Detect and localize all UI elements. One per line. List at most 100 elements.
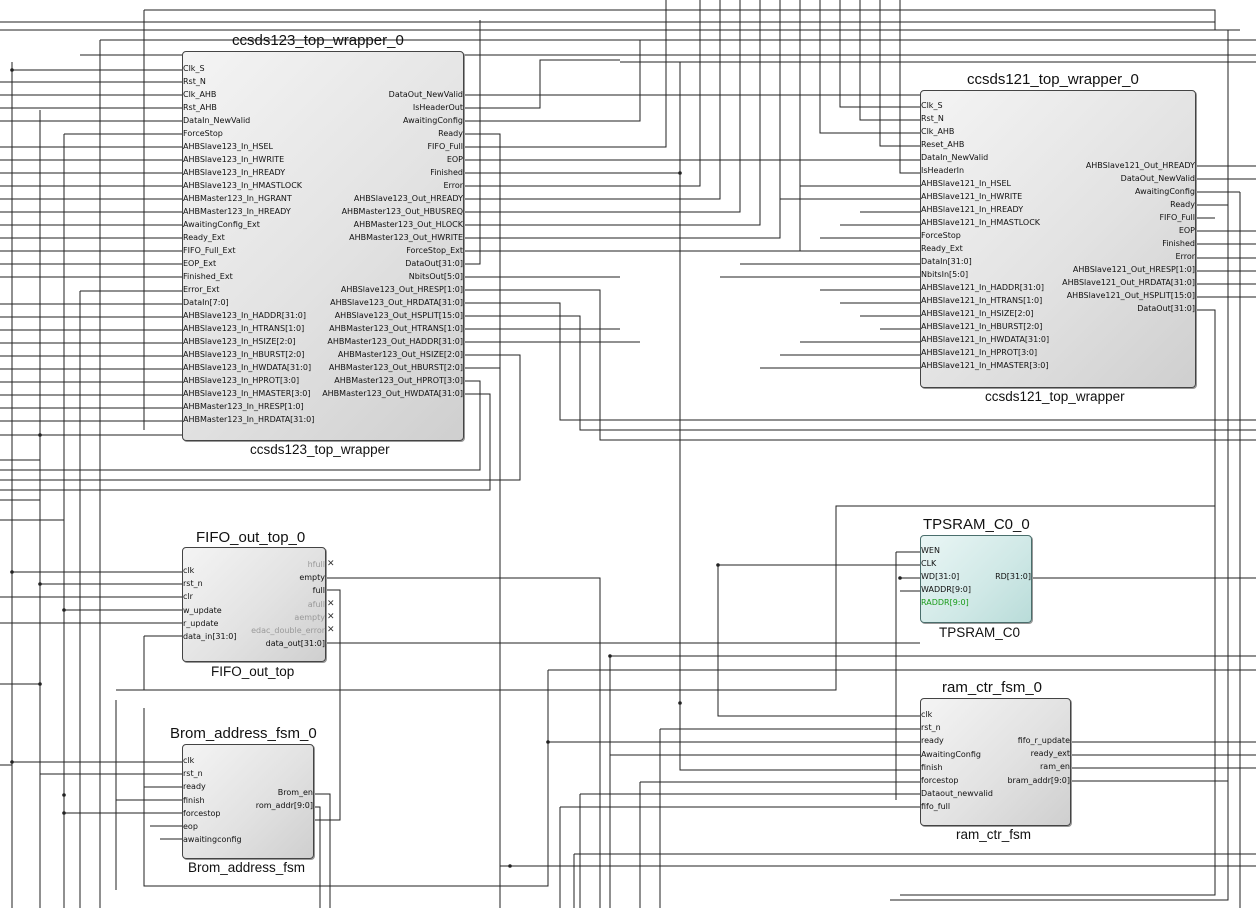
ccsds123-input-pin[interactable]: AHBSlave123_In_HSIZE[2:0] (183, 337, 296, 346)
brom-input-pin[interactable]: awaitingconfig (183, 835, 242, 845)
ccsds123-output-pin[interactable]: AHBMaster123_Out_HWRITE (349, 233, 463, 242)
ccsds123-input-pin[interactable]: EOP_Ext (183, 259, 217, 268)
ccsds121-output-pin[interactable]: DataOut_NewValid (1120, 174, 1195, 183)
fifo-block[interactable] (182, 547, 326, 662)
ccsds123-input-pin[interactable]: AHBMaster123_In_HRESP[1:0] (183, 402, 304, 411)
fifo-output-pin[interactable]: empty (299, 573, 325, 583)
ccsds123-output-pin[interactable]: NbitsOut[5:0] (408, 272, 463, 281)
ccsds123-input-pin[interactable]: AHBSlave123_In_HTRANS[1:0] (183, 324, 305, 333)
brom-input-pin[interactable]: ready (183, 782, 206, 792)
ccsds123-input-pin[interactable]: AHBSlave123_In_HSEL (183, 142, 273, 151)
brom-input-pin[interactable]: clk (183, 756, 195, 765)
ccsds123-input-pin[interactable]: Ready_Ext (183, 233, 225, 242)
ramctr-input-pin[interactable]: forcestop (921, 776, 959, 785)
ccsds123-input-pin[interactable]: Clk_AHB (183, 90, 217, 99)
ccsds121-input-pin[interactable]: Reset_AHB (921, 140, 965, 149)
ramctr-input-pin[interactable]: AwaitingConfig (921, 749, 981, 759)
ccsds121-input-pin[interactable]: IsHeaderIn (921, 166, 965, 175)
ramctr-output-pin[interactable]: ram_en (1040, 762, 1070, 772)
brom-input-pin[interactable]: eop (183, 822, 198, 831)
ccsds123-input-pin[interactable]: AHBSlave123_In_HREADY (183, 168, 286, 177)
ccsds123-input-pin[interactable]: AHBSlave123_In_HPROT[3:0] (183, 376, 300, 385)
ccsds123-output-pin[interactable]: Error (443, 181, 464, 190)
brom-input-pin[interactable]: finish (183, 795, 205, 805)
ccsds121-input-pin[interactable]: Clk_AHB (921, 127, 955, 136)
ccsds123-output-pin[interactable]: AHBMaster123_Out_HBUSREQ (341, 207, 463, 216)
ramctr-input-pin[interactable]: fifo_full (921, 802, 951, 812)
ccsds123-input-pin[interactable]: AHBSlave123_In_HADDR[31:0] (183, 311, 306, 320)
ccsds123-output-pin[interactable]: AHBMaster123_Out_HADDR[31:0] (327, 337, 463, 346)
ccsds123-output-pin[interactable]: Ready (438, 129, 463, 138)
ccsds121-input-pin[interactable]: AHBSlave121_In_HADDR[31:0] (921, 283, 1044, 292)
ramctr-input-pin[interactable]: clk (921, 710, 933, 719)
brom-block[interactable] (182, 744, 314, 859)
ccsds123-output-pin[interactable]: AHBMaster123_Out_HLOCK (353, 220, 463, 229)
ramctr-block[interactable] (920, 698, 1071, 826)
ramctr-input-pin[interactable]: rst_n (921, 723, 941, 733)
ccsds121-output-pin[interactable]: AwaitingConfig (1135, 187, 1195, 196)
ccsds123-output-pin[interactable]: Finished (430, 168, 463, 177)
tpsram-input-pin[interactable]: RADDR[9:0] (921, 598, 969, 607)
ccsds123-output-pin[interactable]: AHBMaster123_Out_HPROT[3:0] (334, 376, 463, 385)
ccsds121-output-pin[interactable]: AHBSlave121_Out_HRDATA[31:0] (1062, 278, 1195, 287)
ccsds121-output-pin[interactable]: AHBSlave121_Out_HRESP[1:0] (1072, 265, 1195, 274)
ccsds121-output-pin[interactable]: AHBSlave121_Out_HSPLIT[15:0] (1066, 291, 1195, 300)
ccsds123-output-pin[interactable]: AHBSlave123_Out_HREADY (353, 194, 463, 203)
ccsds121-input-pin[interactable]: AHBSlave121_In_HWRITE (921, 192, 1023, 201)
brom-output-pin[interactable]: rom_addr[9:0] (255, 801, 313, 811)
ccsds123-input-pin[interactable]: Rst_N (183, 77, 206, 86)
fifo-input-pin[interactable]: clk (183, 566, 195, 575)
ccsds123-input-pin[interactable]: AHBSlave123_In_HWRITE (183, 155, 285, 164)
ccsds123-output-pin[interactable]: FIFO_Full (427, 142, 463, 151)
ccsds121-input-pin[interactable]: AHBSlave121_In_HREADY (921, 205, 1024, 214)
ccsds121-input-pin[interactable]: AHBSlave121_In_HMASTLOCK (921, 218, 1041, 227)
ccsds123-output-pin[interactable]: ForceStop_Ext (406, 246, 463, 255)
ccsds121-input-pin[interactable]: Rst_N (921, 114, 944, 123)
ccsds121-input-pin[interactable]: Clk_S (921, 101, 943, 110)
ccsds121-output-pin[interactable]: EOP (1178, 226, 1195, 235)
fifo-output-pin[interactable]: hfull (307, 560, 325, 569)
ccsds123-input-pin[interactable]: FIFO_Full_Ext (183, 246, 236, 255)
ccsds123-output-pin[interactable]: AHBSlave123_Out_HRESP[1:0] (340, 285, 463, 294)
ccsds121-output-pin[interactable]: AHBSlave121_Out_HREADY (1085, 161, 1195, 170)
ramctr-input-pin[interactable]: Dataout_newvalid (921, 789, 993, 799)
ccsds121-block[interactable] (920, 90, 1196, 388)
ramctr-output-pin[interactable]: bram_addr[9:0] (1007, 775, 1070, 785)
ccsds123-output-pin[interactable]: AHBSlave123_Out_HSPLIT[15:0] (334, 311, 463, 320)
ccsds123-input-pin[interactable]: AHBSlave123_In_HBURST[2:0] (183, 350, 305, 359)
ccsds121-input-pin[interactable]: AHBSlave121_In_HTRANS[1:0] (921, 296, 1043, 305)
ramctr-output-pin[interactable]: fifo_r_update (1017, 736, 1070, 745)
ccsds123-output-pin[interactable]: AHBMaster123_Out_HSIZE[2:0] (337, 350, 463, 359)
tpsram-block[interactable] (920, 535, 1032, 623)
ccsds121-input-pin[interactable]: AHBSlave121_In_HSIZE[2:0] (921, 309, 1034, 318)
tpsram-output-pin[interactable]: RD[31:0] (995, 572, 1031, 581)
ccsds121-output-pin[interactable]: Finished (1162, 239, 1195, 248)
ccsds121-output-pin[interactable]: DataOut[31:0] (1137, 304, 1195, 313)
ccsds121-input-pin[interactable]: AHBSlave121_In_HWDATA[31:0] (921, 335, 1050, 344)
ccsds121-input-pin[interactable]: AHBSlave121_In_HBURST[2:0] (921, 322, 1043, 331)
ccsds121-input-pin[interactable]: AHBSlave121_In_HMASTER[3:0] (921, 361, 1049, 370)
ccsds123-input-pin[interactable]: Error_Ext (183, 285, 220, 294)
ramctr-input-pin[interactable]: finish (921, 762, 943, 772)
ccsds123-input-pin[interactable]: AHBMaster123_In_HREADY (183, 207, 291, 216)
ramctr-input-pin[interactable]: ready (921, 736, 944, 746)
ccsds123-input-pin[interactable]: AwaitingConfig_Ext (183, 220, 260, 229)
ccsds121-input-pin[interactable]: NbitsIn[5:0] (921, 270, 969, 279)
ccsds121-output-pin[interactable]: Ready (1170, 200, 1195, 209)
brom-output-pin[interactable]: Brom_en (277, 788, 313, 797)
ccsds121-input-pin[interactable]: Ready_Ext (921, 244, 963, 253)
tpsram-input-pin[interactable]: WADDR[9:0] (921, 585, 971, 594)
ramctr-output-pin[interactable]: ready_ext (1030, 749, 1070, 759)
ccsds123-output-pin[interactable]: AHBMaster123_Out_HTRANS[1:0] (329, 324, 463, 333)
ccsds123-input-pin[interactable]: AHBSlave123_In_HWDATA[31:0] (183, 363, 312, 372)
ccsds121-input-pin[interactable]: AHBSlave121_In_HPROT[3:0] (921, 348, 1038, 357)
fifo-input-pin[interactable]: r_update (183, 618, 219, 628)
ccsds123-input-pin[interactable]: AHBMaster123_In_HRDATA[31:0] (183, 415, 315, 424)
ccsds123-output-pin[interactable]: AwaitingConfig (403, 116, 463, 125)
ccsds123-output-pin[interactable]: DataOut_NewValid (388, 90, 463, 99)
ccsds123-input-pin[interactable]: DataIn[7:0] (183, 298, 229, 307)
fifo-input-pin[interactable]: w_update (183, 605, 222, 615)
ccsds123-input-pin[interactable]: Rst_AHB (183, 103, 217, 112)
fifo-input-pin[interactable]: clr (183, 592, 193, 602)
ccsds123-input-pin[interactable]: DataIn_NewValid (183, 116, 251, 125)
